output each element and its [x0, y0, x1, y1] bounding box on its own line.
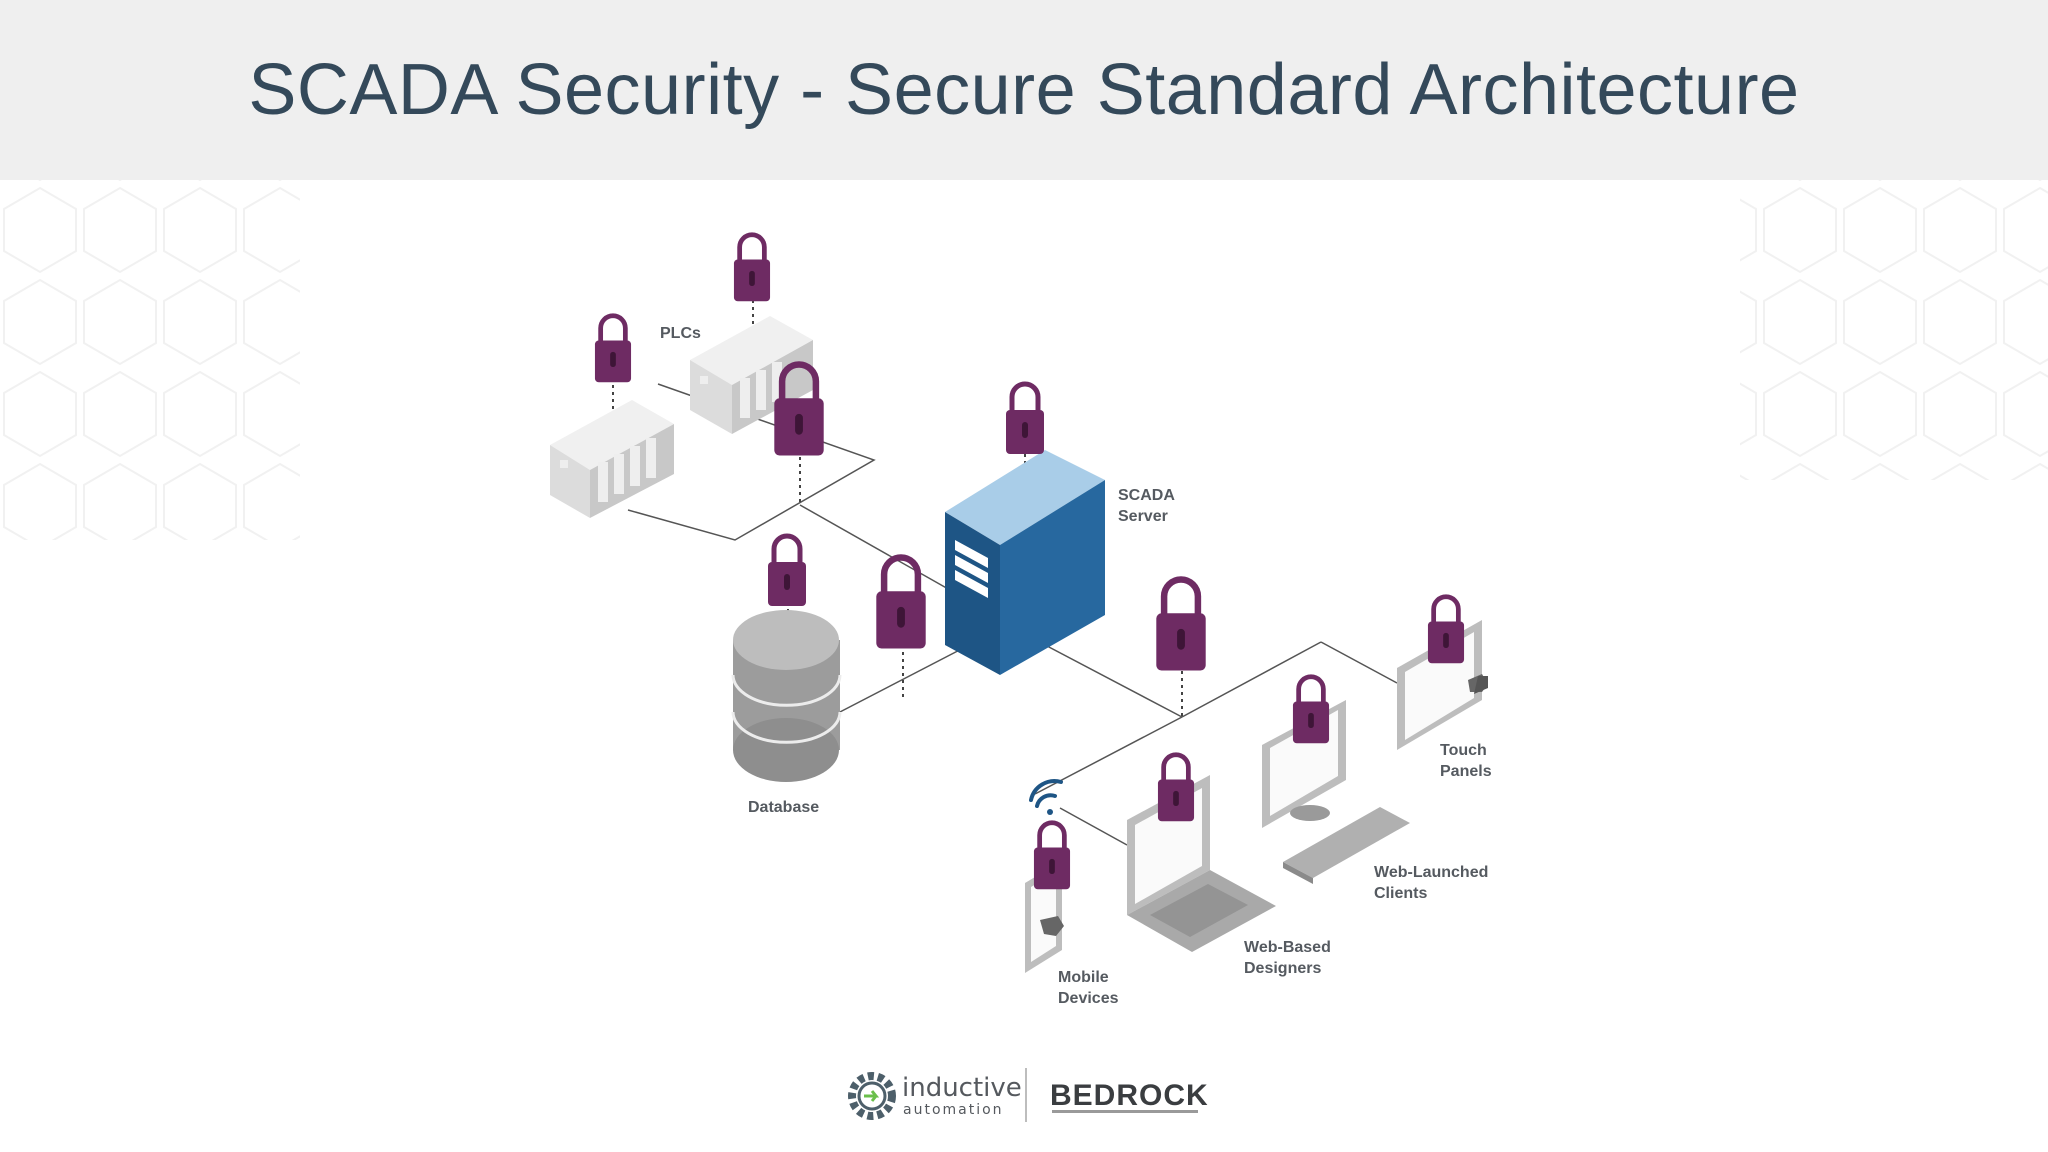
padlock-icon: [1293, 677, 1329, 744]
logo-bedrock-text: BEDROCK: [1050, 1079, 1209, 1112]
padlock-icon: [1428, 597, 1464, 664]
label-touch-panels-line2: Panels: [1440, 763, 1492, 780]
label-plcs: PLCs: [660, 325, 701, 342]
padlock-icon: [595, 316, 631, 383]
logo-inductive-line1: inductive: [902, 1073, 1022, 1103]
title-bar: SCADA Security - Secure Standard Archite…: [0, 0, 2048, 180]
padlock-icon: [876, 558, 925, 649]
label-web-based-designers-line2: Designers: [1244, 960, 1321, 977]
inductive-automation-logo: inductive automation: [848, 1072, 1022, 1120]
padlock-icon: [1034, 823, 1070, 890]
hand-pointer-icon: [1474, 676, 1488, 694]
keyboard-icon: [1283, 807, 1410, 884]
slide-title: SCADA Security - Secure Standard Archite…: [248, 50, 1800, 130]
label-mobile-devices-line2: Devices: [1058, 990, 1119, 1007]
padlock-icon: [1156, 580, 1205, 671]
label-scada-server-line1: SCADA: [1118, 487, 1175, 504]
database-icon: [731, 610, 842, 782]
label-web-launched-clients-line1: Web-Launched: [1374, 864, 1488, 881]
laptop-icon: [1127, 775, 1276, 952]
network-lines: [627, 383, 1398, 846]
plc-icon: [550, 400, 674, 518]
padlock-icon: [734, 235, 770, 302]
scada-server-icon: [945, 450, 1105, 675]
label-mobile-devices-line1: Mobile: [1058, 969, 1109, 986]
wifi-icon: [1029, 779, 1063, 815]
label-web-launched-clients-line2: Clients: [1374, 885, 1427, 902]
bedrock-logo: BEDROCK: [1050, 1079, 1209, 1113]
padlock-icon: [1158, 755, 1194, 822]
label-web-based-designers-line1: Web-Based: [1244, 939, 1331, 956]
padlock-icon: [1006, 384, 1044, 454]
label-scada-server-line2: Server: [1118, 508, 1168, 525]
label-touch-panels-line1: Touch: [1440, 742, 1487, 759]
logo-inductive-line2: automation: [903, 1102, 1004, 1118]
background-pattern: [0, 180, 2048, 540]
label-database: Database: [748, 799, 819, 816]
padlock-icon: [768, 536, 806, 606]
